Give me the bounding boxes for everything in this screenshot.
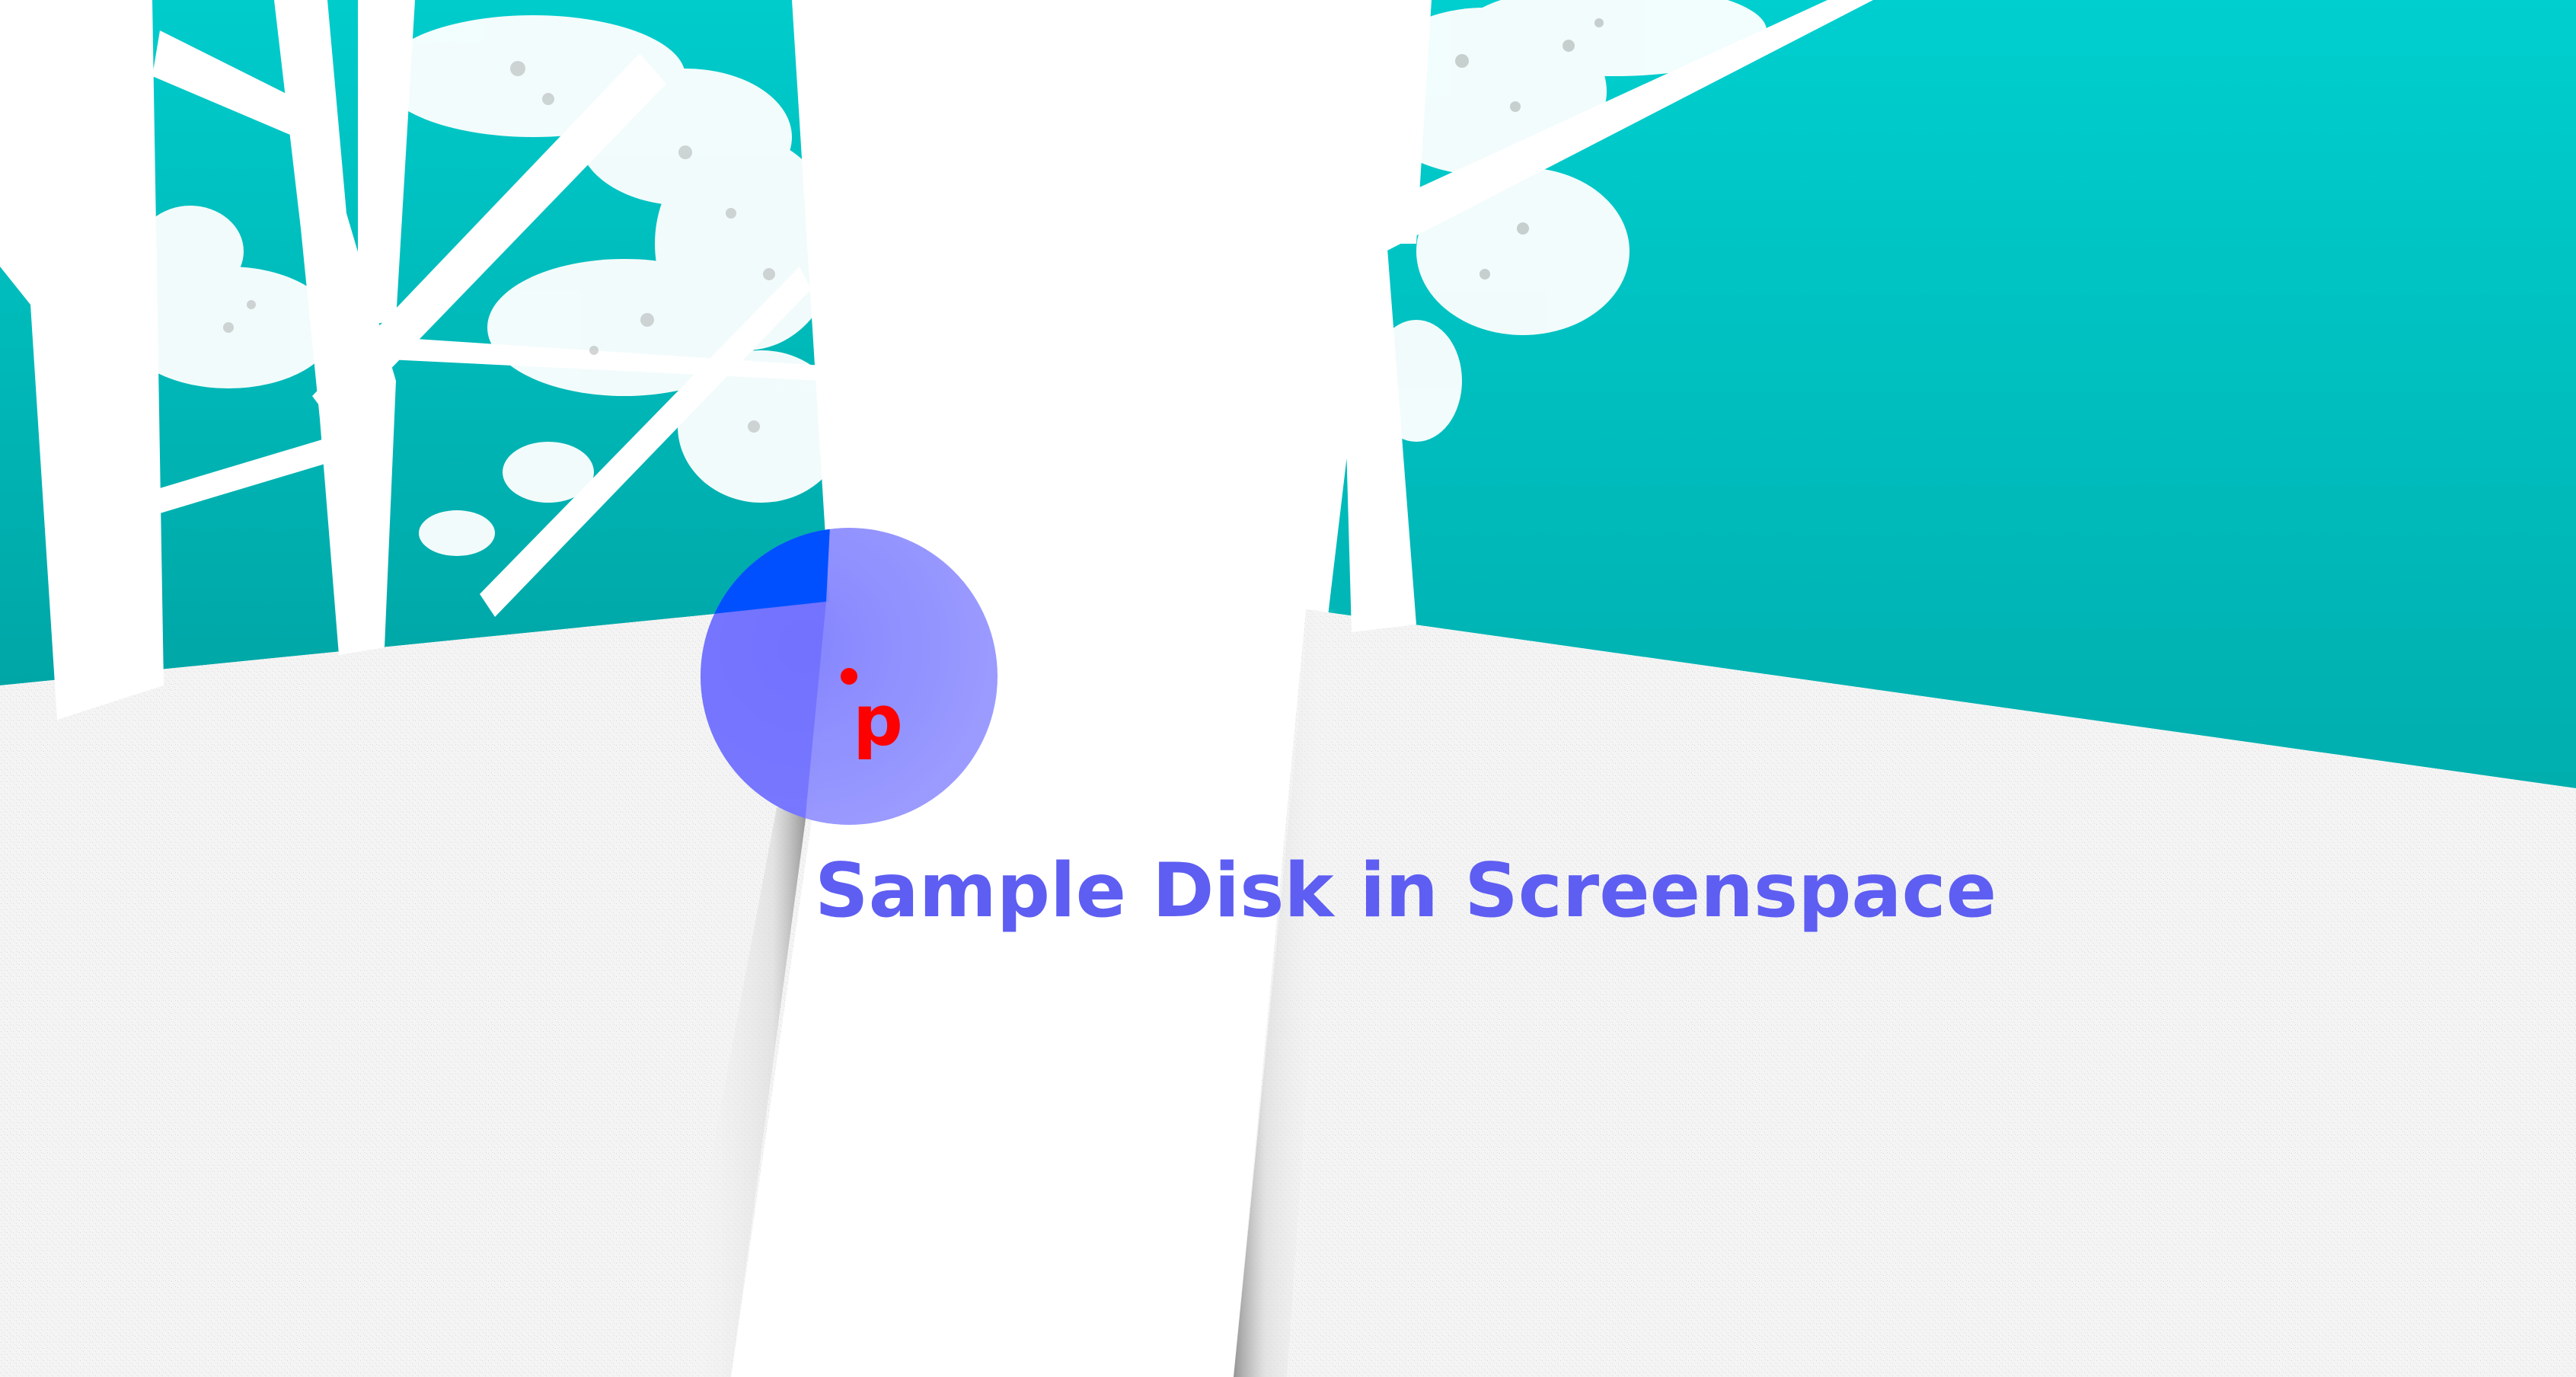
- wall-shadow-right: [1234, 609, 1340, 1377]
- foliage-left: [122, 15, 845, 556]
- wall-shadow-left: [670, 807, 807, 1377]
- center-wall: [731, 0, 1401, 1377]
- foliage-left-texture: [223, 61, 775, 433]
- foliage-right: [1363, 0, 1767, 442]
- figure-caption: Sample Disk in Screenspace: [815, 848, 1997, 935]
- point-label: p: [853, 680, 903, 762]
- ground-right: [1234, 609, 2576, 1377]
- ground-left: [0, 602, 838, 1377]
- foliage-right-texture: [1455, 18, 1604, 280]
- dot-marker-icon: [841, 668, 857, 685]
- sky-right: [1306, 0, 2576, 788]
